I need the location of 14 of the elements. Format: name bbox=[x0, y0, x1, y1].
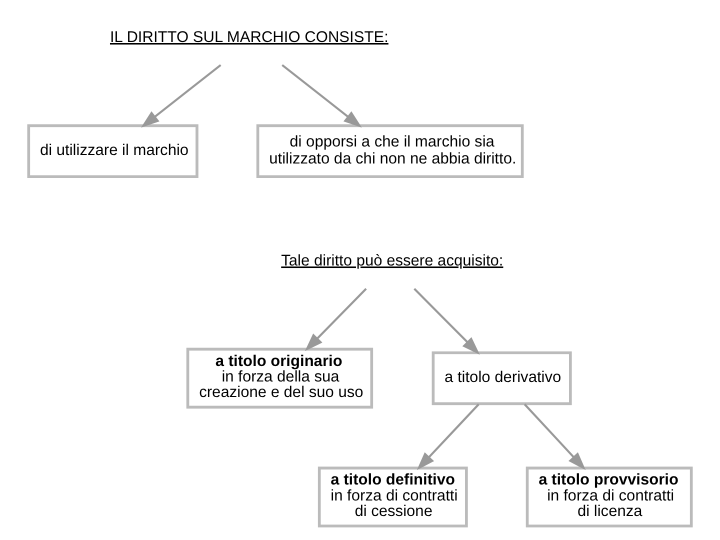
arrow bbox=[524, 404, 586, 470]
node-box: a titolo derivativo bbox=[432, 351, 572, 406]
arrow bbox=[304, 288, 367, 352]
node-box: di utilizzare il marchio bbox=[27, 124, 198, 178]
node-text: IL DIRITTO SUL MARCHIO CONSISTE: bbox=[110, 28, 388, 46]
node-text: Tale diritto può essere acquisito: bbox=[281, 252, 504, 270]
node-box: a titolo originario in forza della sua creazione e del suo uso bbox=[186, 348, 374, 409]
arrow bbox=[416, 404, 480, 470]
arrow bbox=[282, 64, 362, 128]
node-box: a titolo definitivo in forza di contratti di cessione bbox=[318, 466, 468, 528]
node-box: a titolo provvisorio in forza di contratti di licenza bbox=[526, 466, 693, 528]
node-box: di opporsi a che il marchio sia utilizzato da chi non ne abbia diritto. bbox=[256, 124, 524, 178]
arrow bbox=[140, 64, 222, 128]
arrow bbox=[414, 288, 480, 355]
